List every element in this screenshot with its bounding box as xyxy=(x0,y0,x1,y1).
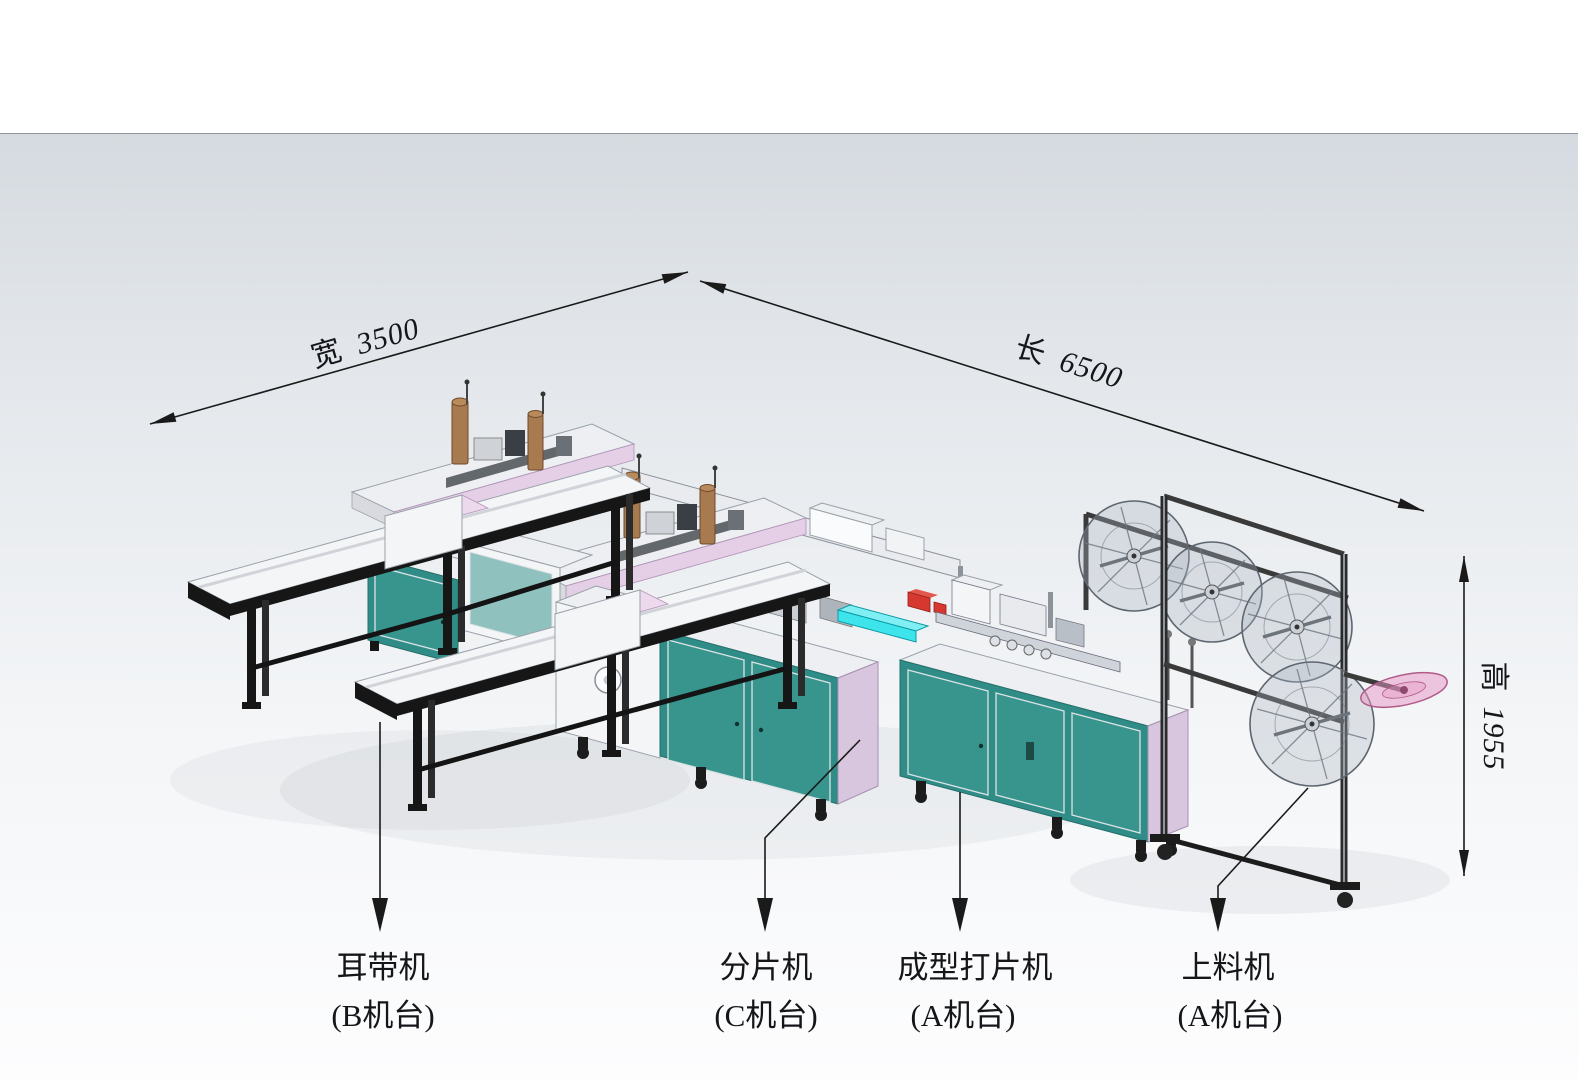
arrowhead xyxy=(1397,498,1424,511)
conveyor-head-2 xyxy=(553,589,670,671)
machine-station: (B机台) xyxy=(331,998,434,1033)
dimension-length-label: 长 xyxy=(1011,331,1050,372)
machine-station: (A机台) xyxy=(910,998,1015,1033)
cabinet-end-panel xyxy=(1147,709,1189,843)
arrowhead xyxy=(150,412,177,424)
arrowhead xyxy=(1459,556,1469,582)
dimension-width-value: 3500 xyxy=(352,312,424,362)
machine-name: 上料机 xyxy=(1182,950,1275,985)
leader-slicing xyxy=(757,739,861,932)
dimension-height-label: 高 xyxy=(1477,662,1510,693)
label-feeding: 上料机 (A机台) xyxy=(1177,950,1282,1033)
leader-arrowhead xyxy=(952,898,968,932)
cabinet-door xyxy=(907,669,989,796)
leader-arrowhead xyxy=(757,898,773,932)
dimension-height-value: 1955 xyxy=(1477,707,1510,771)
dimension-length-value: 6500 xyxy=(1056,345,1127,396)
conveyor-head-1 xyxy=(383,494,490,570)
cabinet-door xyxy=(667,639,745,781)
dimension-height: 高 1955 xyxy=(1459,556,1510,876)
leader-arrowhead xyxy=(1210,898,1226,932)
machine-station: (C机台) xyxy=(714,998,817,1033)
dimension-width-label: 宽 xyxy=(307,334,346,374)
material-roll xyxy=(1241,571,1353,683)
arrowhead xyxy=(661,272,688,284)
pink-material-roll xyxy=(1343,671,1448,709)
label-forming: 成型打片机 (A机台) xyxy=(898,950,1053,1033)
material-roll xyxy=(1249,661,1375,787)
leader-feeding xyxy=(1210,787,1309,932)
label-earloop: 耳带机 (B机台) xyxy=(331,950,434,1033)
cabinet-door xyxy=(1071,712,1141,834)
label-slicing: 分片机 (C机台) xyxy=(714,950,817,1033)
machine-name: 成型打片机 xyxy=(898,950,1053,985)
leader-forming xyxy=(952,792,968,932)
cabinet-end-panel xyxy=(837,661,879,805)
guide-rollers xyxy=(1164,630,1196,708)
leader-earloop xyxy=(372,722,388,932)
material-roll xyxy=(1161,541,1263,643)
machine-name: 耳带机 xyxy=(337,950,430,985)
machine-name: 分片机 xyxy=(720,950,813,985)
arrowhead xyxy=(700,281,727,294)
forming-machine-a xyxy=(898,566,1190,843)
leader-arrowhead xyxy=(372,898,388,932)
arrowhead xyxy=(1459,850,1469,876)
red-unit xyxy=(907,591,931,613)
top-band xyxy=(0,0,1578,134)
dimension-height-text: 高 1955 xyxy=(1477,662,1510,771)
machine-station: (A机台) xyxy=(1177,998,1282,1033)
feeding-stand xyxy=(1078,493,1448,908)
